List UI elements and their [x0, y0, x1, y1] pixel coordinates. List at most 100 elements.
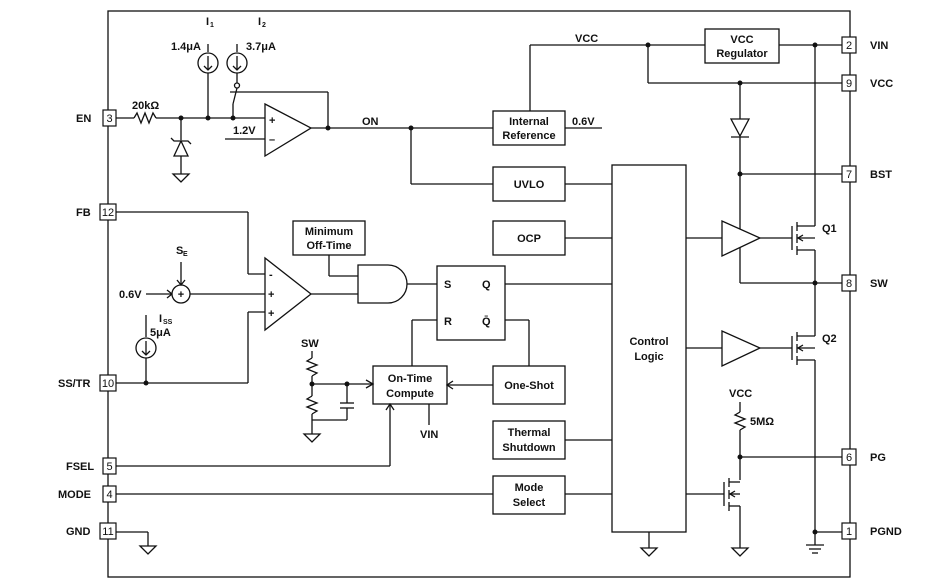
ground-icon: [138, 545, 158, 555]
pg-mosfet-icon: [723, 478, 740, 511]
sense-resistor-bottom: [305, 395, 319, 415]
pin-fsel-number: 5: [106, 461, 112, 473]
pin-pgnd-name: PGND: [870, 526, 902, 538]
i1-value: 1.4μA: [171, 41, 201, 53]
pg-pullup-resistor: [733, 411, 747, 431]
pin-pgnd-box: [841, 522, 857, 540]
q1-label: Q1: [822, 223, 837, 235]
fb-reference-voltage: 0.6V: [119, 289, 142, 301]
pin-vcc-name: VCC: [870, 78, 893, 90]
pin-mode: MODE 4: [58, 485, 117, 503]
one-shot-block: One-Shot: [445, 365, 566, 405]
en-comparator: [264, 102, 313, 158]
minimum-off-time-line2: Off-Time: [306, 240, 351, 252]
pin-pg: 6 PG: [841, 448, 886, 466]
comp-minus: –: [269, 134, 275, 146]
i2-name: I: [258, 16, 261, 28]
high-side-driver: [721, 219, 762, 258]
q1-mosfet-icon: [791, 222, 815, 255]
se-name: S: [176, 245, 183, 257]
pin-fb-number: 12: [102, 207, 114, 219]
pin-pg-number: 6: [846, 452, 852, 464]
feedback-section: - + + 0.6V + S E I SS 5μA: [116, 211, 358, 386]
iss-name: I: [159, 313, 162, 325]
en-resistor-value: 20kΩ: [132, 100, 159, 112]
comp-plus: +: [269, 115, 275, 127]
en-resistor: [133, 111, 157, 125]
on-time-compute-line1: On-Time: [388, 373, 432, 385]
pin-fsel-name: FSEL: [66, 461, 94, 473]
sr-latch: S R Q Q̄: [411, 265, 612, 366]
ground-icon: [171, 173, 191, 183]
reference-output-label: 0.6V: [572, 116, 595, 128]
chip-outline: [107, 10, 851, 578]
control-logic-line1: Control: [629, 336, 668, 348]
pin-sw-number: 8: [846, 278, 852, 290]
one-shot-label: One-Shot: [504, 380, 554, 392]
latch-r-label: R: [444, 316, 452, 328]
switch-contact-icon: [233, 82, 241, 89]
vcc-regulator-line1: VCC: [730, 34, 753, 46]
pin-fb: FB 12: [76, 203, 117, 221]
q2-mosfet-icon: [791, 332, 815, 365]
pin-bst-name: BST: [870, 169, 892, 181]
iss-subscript: SS: [163, 319, 173, 326]
minimum-off-time-line1: Minimum: [305, 226, 353, 238]
uvlo-label: UVLO: [514, 179, 545, 191]
i1-name: I: [206, 16, 209, 28]
pin-ss-tr-number: 10: [102, 378, 114, 390]
pin-gnd-box: [99, 522, 117, 540]
control-logic-block: Control Logic: [611, 164, 724, 557]
pin-en: EN 3: [76, 109, 117, 127]
pg-vcc-label: VCC: [729, 388, 752, 400]
mode-select-line2: Select: [513, 497, 546, 509]
pin-vcc-number: 9: [846, 78, 852, 90]
current-source-i2-icon: [226, 44, 329, 126]
on-net-label: ON: [362, 116, 379, 128]
amp-plus-1: +: [268, 289, 274, 301]
pin-fb-name: FB: [76, 207, 91, 219]
ocp-label: OCP: [517, 233, 541, 245]
amp-plus-2: +: [268, 308, 274, 320]
en-reference-voltage: 1.2V: [233, 125, 256, 137]
pin-en-number: 3: [106, 113, 112, 125]
pin-fsel: FSEL 5: [66, 457, 117, 475]
mode-select-block: Mode Select: [116, 475, 612, 515]
on-time-compute-block: On-Time Compute VIN: [116, 365, 448, 467]
i1-subscript: 1: [210, 22, 214, 29]
internal-reference-line1: Internal: [509, 116, 549, 128]
power-good-section: VCC 5MΩ: [723, 388, 842, 557]
sw-net-label: SW: [301, 338, 319, 350]
i2-subscript: 2: [262, 22, 266, 29]
latch-q-label: Q: [482, 279, 491, 291]
sw-sense-network: SW: [301, 338, 375, 443]
vin-net-label: VIN: [420, 429, 438, 441]
minimum-off-time-block: Minimum Off-Time: [292, 220, 366, 277]
pin-pgnd-number: 1: [846, 526, 852, 538]
q2-label: Q2: [822, 333, 837, 345]
and-gate: [357, 264, 408, 304]
control-logic-line2: Logic: [634, 351, 663, 363]
pin-pg-name: PG: [870, 452, 886, 464]
current-source-i1-icon: [197, 44, 219, 118]
pin-gnd: GND 11: [66, 522, 117, 540]
iss-value: 5μA: [150, 327, 171, 339]
low-side-driver: [721, 329, 762, 368]
on-time-compute-line2: Compute: [386, 388, 434, 400]
internal-reference-line2: Reference: [502, 130, 555, 142]
bootstrap-diode-icon: [729, 83, 842, 283]
mode-select-line1: Mode: [515, 482, 544, 494]
latch-s-label: S: [444, 279, 451, 291]
pin-en-name: EN: [76, 113, 91, 125]
switch-blade: [232, 87, 238, 105]
vcc-net-label: VCC: [575, 33, 598, 45]
amp-minus: -: [269, 269, 273, 281]
pin-mode-name: MODE: [58, 489, 91, 501]
en-section: 20kΩ I 1 1.4μA: [116, 16, 493, 185]
vcc-regulator-block: VCC Regulator: [704, 28, 780, 64]
pin-vcc: 9 VCC: [841, 74, 893, 92]
pin-vin: 2 VIN: [841, 36, 888, 54]
pg-resistor-value: 5MΩ: [750, 416, 774, 428]
